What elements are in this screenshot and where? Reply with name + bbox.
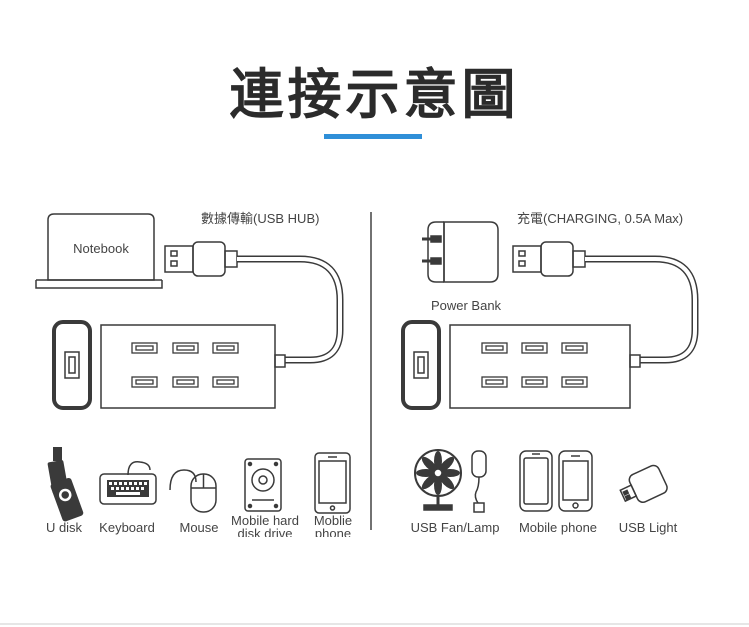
right-header: 充電(CHARGING, 0.5A Max) bbox=[517, 211, 683, 226]
device-label-fan-lamp: USB Fan/Lamp bbox=[411, 520, 500, 535]
notebook-label: Notebook bbox=[73, 241, 129, 256]
hard-drive-icon bbox=[244, 458, 282, 512]
device-label-udisk: U disk bbox=[46, 520, 83, 535]
hub-side-icon bbox=[401, 320, 441, 410]
device-label-mouse: Mouse bbox=[179, 520, 218, 535]
usb-lamp-icon bbox=[471, 450, 487, 513]
device-label-hard-drive: Mobile hard disk drive bbox=[231, 514, 299, 541]
usb-flash-drive-icon bbox=[47, 447, 84, 522]
device-label-mobile-phone: Mobile phone bbox=[519, 520, 597, 535]
power-bank-icon bbox=[422, 221, 499, 283]
usb-plug-icon bbox=[164, 241, 238, 277]
keyboard-icon bbox=[99, 461, 157, 505]
usb-cable bbox=[237, 255, 344, 364]
mouse-icon bbox=[169, 469, 217, 513]
usb-cable bbox=[585, 255, 699, 364]
hub-side-icon bbox=[52, 320, 92, 410]
device-label-usb-light: USB Light bbox=[619, 520, 678, 535]
title-underline bbox=[324, 134, 422, 139]
smartphone-icon bbox=[519, 450, 553, 512]
usb-hub-icon bbox=[100, 324, 286, 409]
smartphone-icon bbox=[558, 450, 593, 512]
phone-icon bbox=[314, 452, 351, 514]
device-label-keyboard: Keyboard bbox=[99, 520, 155, 535]
page-title: 連接示意圖 bbox=[229, 63, 520, 126]
power-bank-label: Power Bank bbox=[431, 298, 502, 313]
usb-light-icon bbox=[619, 464, 668, 503]
usb-fan-icon bbox=[414, 449, 462, 511]
notebook-icon bbox=[35, 213, 163, 289]
usb-hub-icon bbox=[449, 324, 641, 409]
usb-plug-icon bbox=[512, 241, 586, 277]
device-label-phone: Moblie phone bbox=[313, 514, 353, 541]
left-header: 數據傳輸(USB HUB) bbox=[201, 211, 319, 226]
